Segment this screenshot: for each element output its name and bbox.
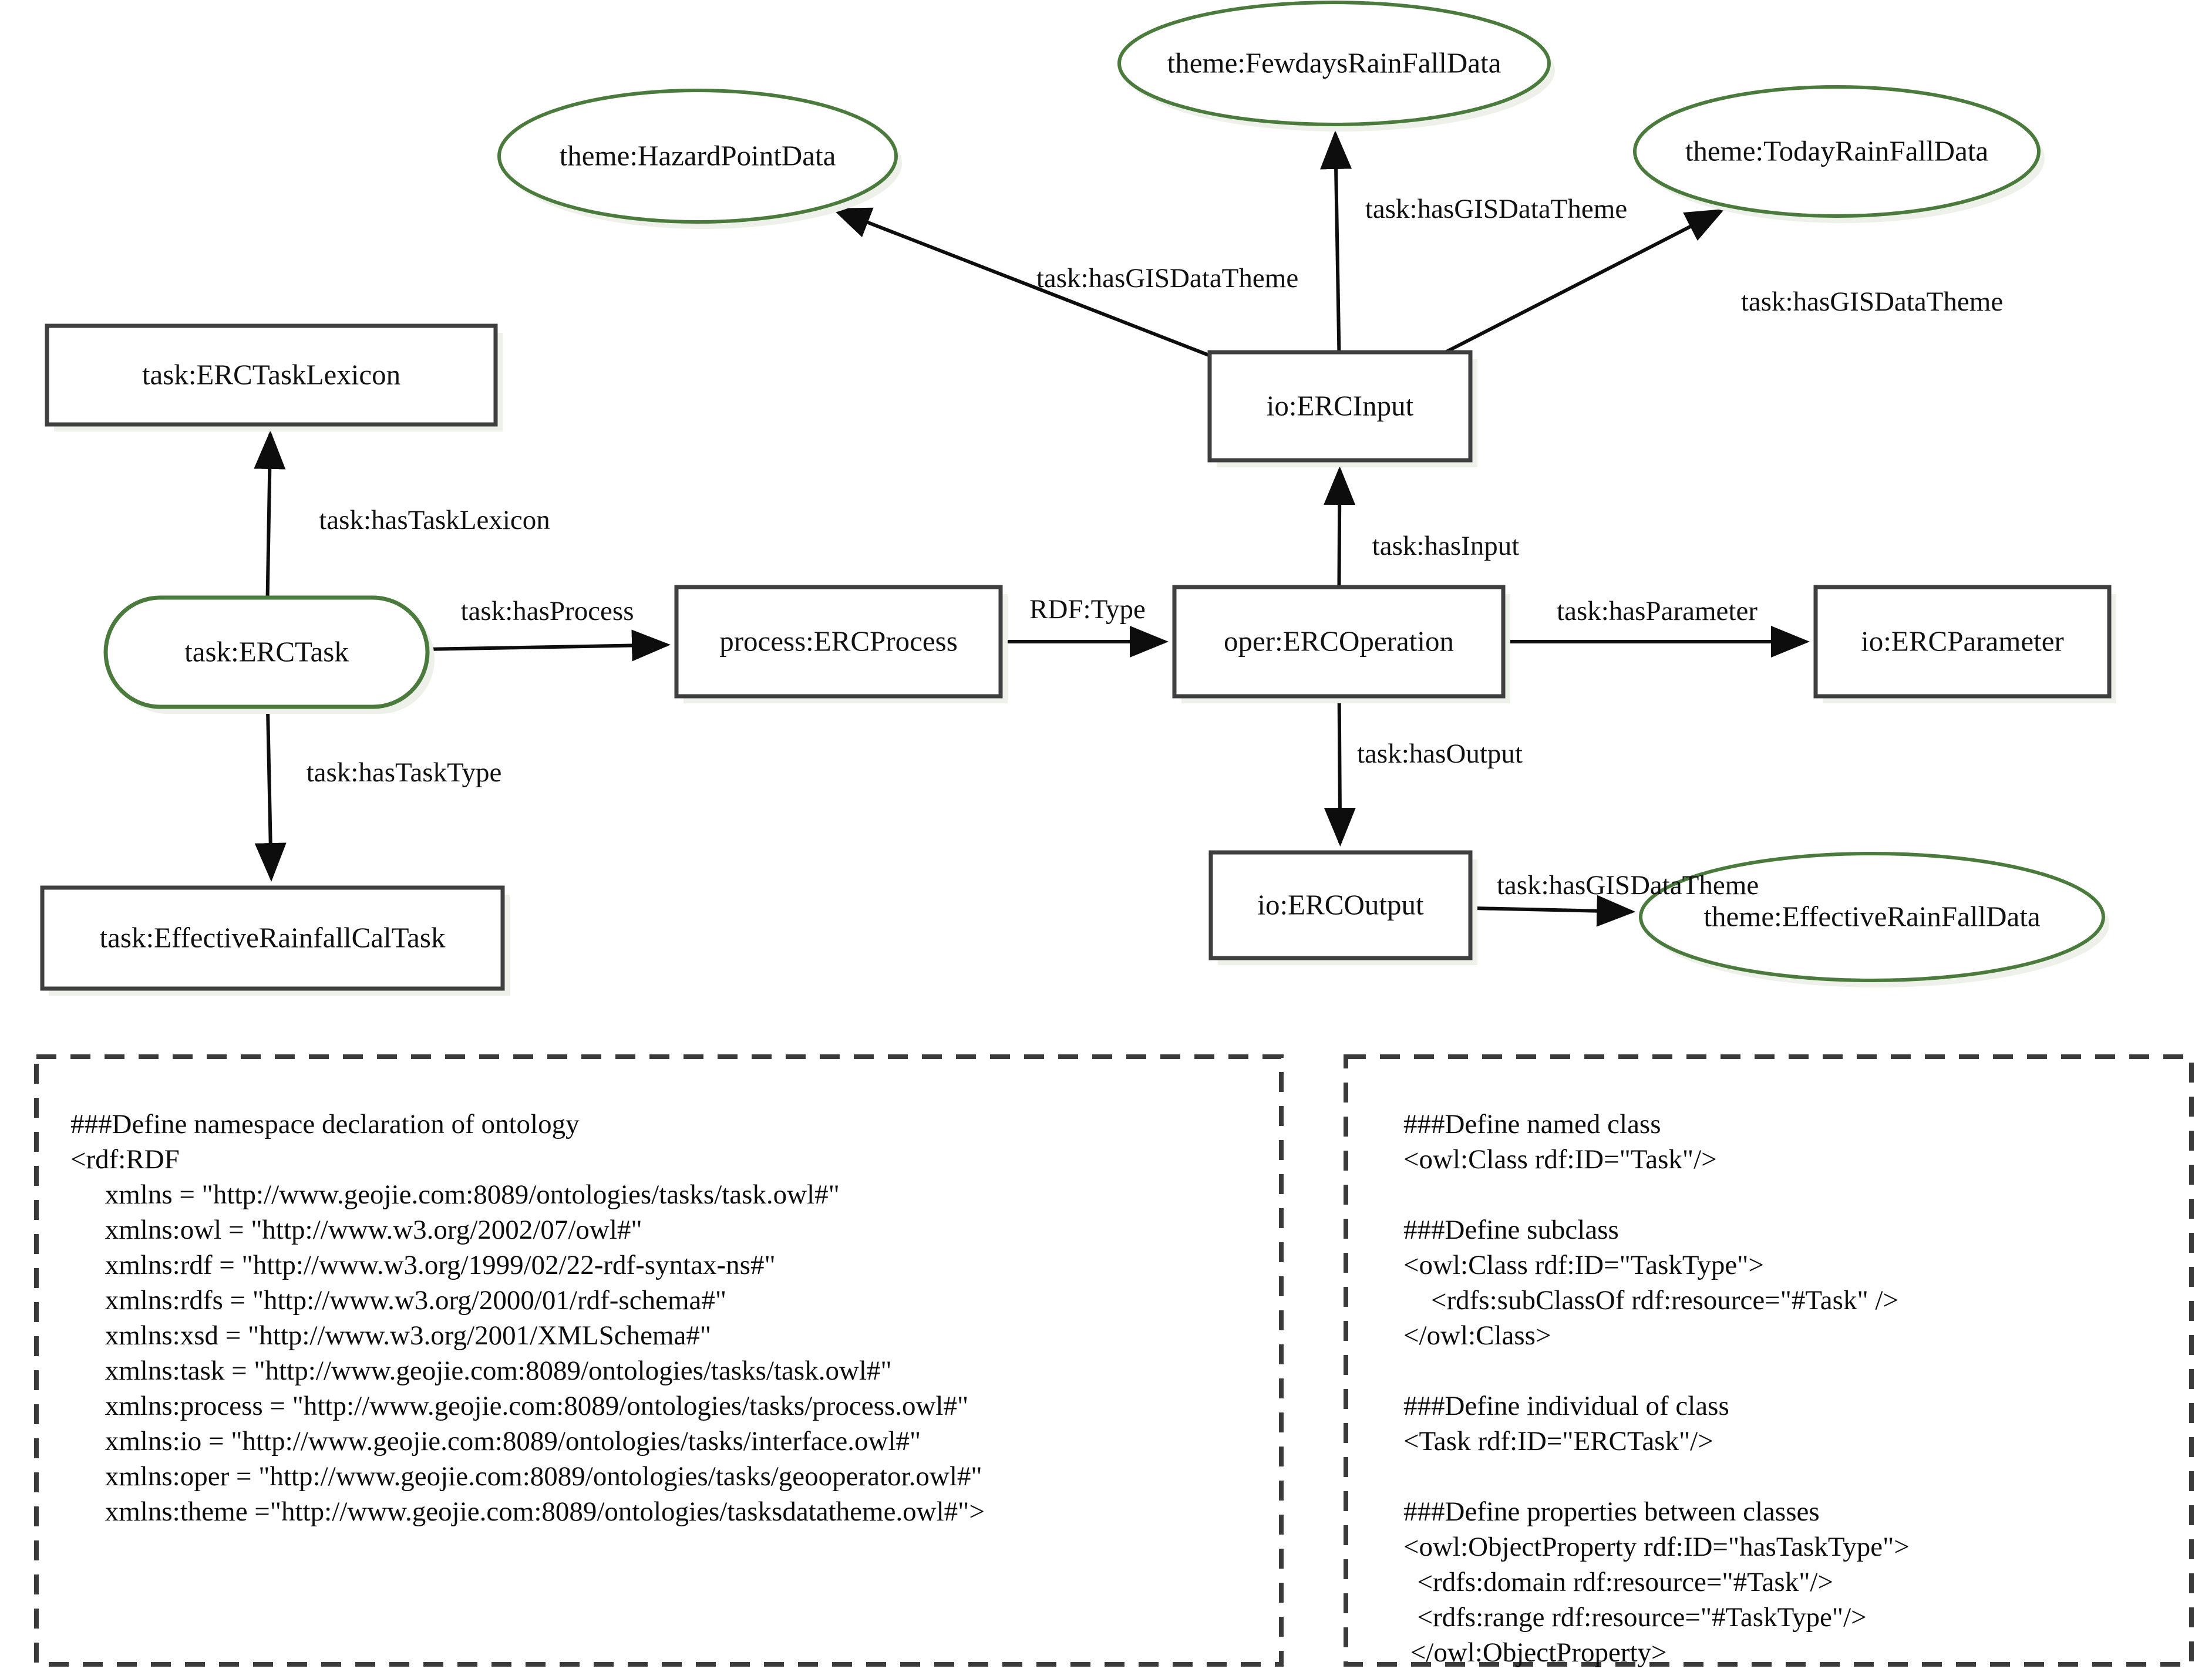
edge-label-task-has-output-e9: task:hasOutput: [1357, 739, 1523, 769]
node-effective-rainfall-cal-task[interactable]: task:EffectiveRainfallCalTask: [40, 885, 510, 996]
edge-task-has-task-type-e10: [254, 706, 287, 882]
right-code-box: [1344, 1054, 2194, 1667]
node-erc-operation[interactable]: oper:ERCOperation: [1172, 585, 1510, 703]
edge-labels-layer: task:hasGISDataTheme task:hasGISDataTheme…: [307, 194, 2004, 901]
theme-ellipse: [1633, 85, 2041, 218]
node-effective-rain-fall-data[interactable]: theme:EffectiveRainFallData: [1639, 852, 2109, 987]
node-erc-process[interactable]: process:ERCProcess: [674, 585, 1008, 703]
node-erc-task[interactable]: task:ERCTask: [103, 595, 435, 714]
node-erc-input[interactable]: io:ERCInput: [1207, 350, 1477, 467]
edge-label-task-has-parameter-e7: task:hasParameter: [1557, 596, 1758, 626]
namespace-declaration-code-block: ###Define namespace declaration of ontol…: [70, 1109, 985, 1527]
class-definition-code-block: ###Define named class <owl:Class rdf:ID=…: [1403, 1109, 1910, 1668]
edge-label-task-has-gisdata-theme-e1: task:hasGISDataTheme: [1036, 263, 1298, 294]
edge-label-task-has-gisdata-theme-e3: task:hasGISDataTheme: [1741, 286, 2003, 317]
class-rect: [40, 885, 505, 991]
node-label: task:ERCTask: [184, 635, 349, 667]
theme-ellipse: [1639, 852, 2105, 982]
node-fewdays-rain-fall-data[interactable]: theme:FewdaysRainFallData: [1117, 1, 1555, 132]
individual-stadium: [103, 595, 430, 709]
class-rect: [1208, 850, 1473, 960]
edge-label-task-has-task-type-e10: task:hasTaskType: [307, 757, 502, 788]
edge-task-has-process-e5: [427, 629, 671, 662]
edge-task-has-gisdata-theme-e3: [1444, 208, 1725, 354]
edge-task-has-gisdata-theme-e1: [831, 207, 1211, 358]
node-erc-task-lexicon[interactable]: task:ERCTaskLexicon: [45, 323, 503, 431]
edge-label-rdf-type-e6: RDF:Type: [1029, 594, 1146, 625]
node-hazard-point-data[interactable]: theme:HazardPointData: [497, 89, 902, 229]
edge-task-has-task-lexicon-e4: [254, 430, 286, 598]
edge-task-has-gisdata-theme-e2: [1320, 130, 1352, 353]
class-rect: [1813, 585, 2112, 699]
edges-layer: [254, 130, 1810, 927]
node-today-rain-fall-data[interactable]: theme:TodayRainFallData: [1633, 85, 2045, 223]
node-label: io:ERCParameter: [1861, 625, 2064, 657]
edge-label-task-has-input-e8: task:hasInput: [1372, 531, 1520, 561]
node-label: theme:FewdaysRainFallData: [1167, 46, 1501, 79]
node-label: task:ERCTaskLexicon: [142, 358, 400, 390]
edge-label-task-has-process-e5: task:hasProcess: [460, 596, 634, 626]
left-code-box: [34, 1054, 1284, 1667]
class-rect: [1207, 350, 1473, 463]
node-label: io:ERCOutput: [1257, 888, 1424, 921]
dashed-boxes-layer: [34, 1054, 2194, 1667]
node-label: theme:TodayRainFallData: [1685, 134, 1989, 167]
class-rect: [45, 323, 498, 427]
node-erc-output[interactable]: io:ERCOutput: [1208, 850, 1477, 965]
edge-label-task-has-task-lexicon-e4: task:hasTaskLexicon: [319, 505, 550, 535]
nodes-layer: theme:HazardPointData theme:FewdaysRainFa…: [40, 1, 2116, 996]
class-rect: [1172, 585, 1506, 699]
theme-ellipse: [1117, 1, 1551, 126]
node-erc-parameter[interactable]: io:ERCParameter: [1813, 585, 2116, 703]
theme-ellipse: [497, 89, 898, 224]
edge-task-has-gisdata-theme-e11: [1470, 895, 1636, 927]
node-label: task:EffectiveRainfallCalTask: [100, 921, 446, 953]
node-label: theme:HazardPointData: [560, 139, 836, 171]
node-label: process:ERCProcess: [719, 625, 958, 657]
edge-task-has-output-e9: [1324, 696, 1356, 847]
node-label: theme:EffectiveRainFallData: [1703, 900, 2041, 932]
edge-label-task-has-gisdata-theme-e2: task:hasGISDataTheme: [1365, 194, 1627, 224]
node-label: oper:ERCOperation: [1224, 625, 1454, 657]
node-label: io:ERCInput: [1267, 389, 1414, 422]
edge-label-task-has-gisdata-theme-e11: task:hasGISDataTheme: [1497, 870, 1759, 901]
class-rect: [674, 585, 1003, 699]
